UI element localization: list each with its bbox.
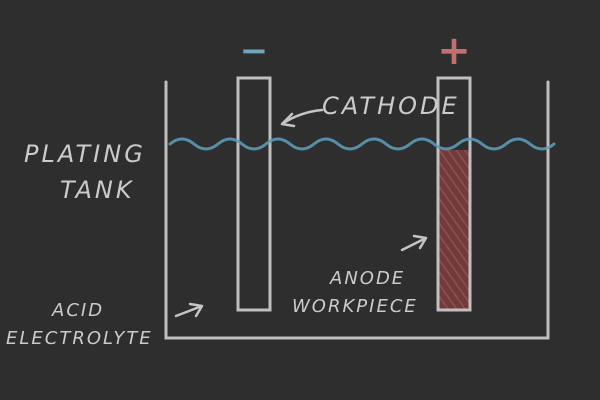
plating-tank-outline [164, 80, 550, 340]
electrolyte-arrow [174, 302, 204, 318]
label-cathode: CATHODE [322, 92, 460, 120]
label-electrolyte: ELECTROLYTE [6, 328, 153, 349]
positive-sign: + [437, 28, 471, 74]
negative-sign: − [240, 31, 269, 71]
anode-arrow [400, 234, 428, 252]
label-tank: TANK [60, 176, 135, 204]
cathode-electrode [236, 76, 272, 312]
electrolyte-surface-wave [168, 137, 556, 151]
anode-workpiece-electrode [436, 76, 472, 312]
label-acid: ACID [52, 300, 105, 321]
label-workpiece: WORKPIECE [292, 296, 418, 317]
label-anode: ANODE [330, 268, 406, 289]
label-plating: PLATING [24, 140, 146, 168]
anode-plating-layer [438, 150, 470, 310]
cathode-arrow [280, 108, 324, 128]
